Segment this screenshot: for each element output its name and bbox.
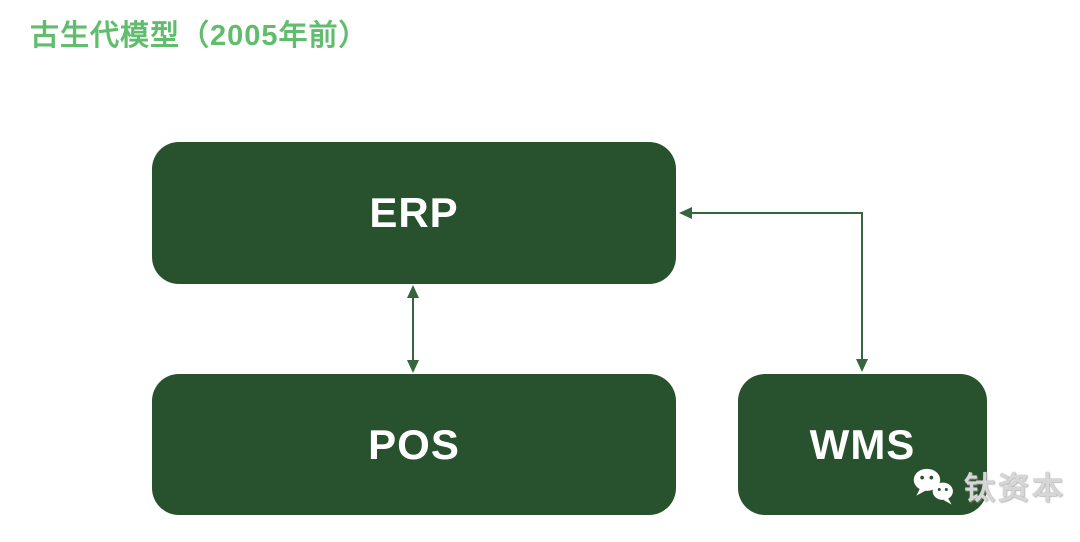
node-wms-label: WMS: [809, 420, 916, 468]
node-pos: POS: [152, 374, 676, 515]
node-wms: WMS: [738, 374, 987, 515]
page-title: 古生代模型（2005年前）: [30, 20, 369, 52]
erp-pos-double-arrow: [407, 285, 419, 373]
erp-wms-elbow-connector: [679, 207, 868, 372]
node-pos-label: POS: [368, 420, 460, 468]
watermark: 钛资本: [912, 463, 1066, 508]
watermark-text: 钛资本: [964, 471, 1066, 506]
node-erp-label: ERP: [369, 189, 459, 236]
node-erp: ERP: [152, 142, 676, 284]
wechat-icon: [913, 468, 953, 504]
